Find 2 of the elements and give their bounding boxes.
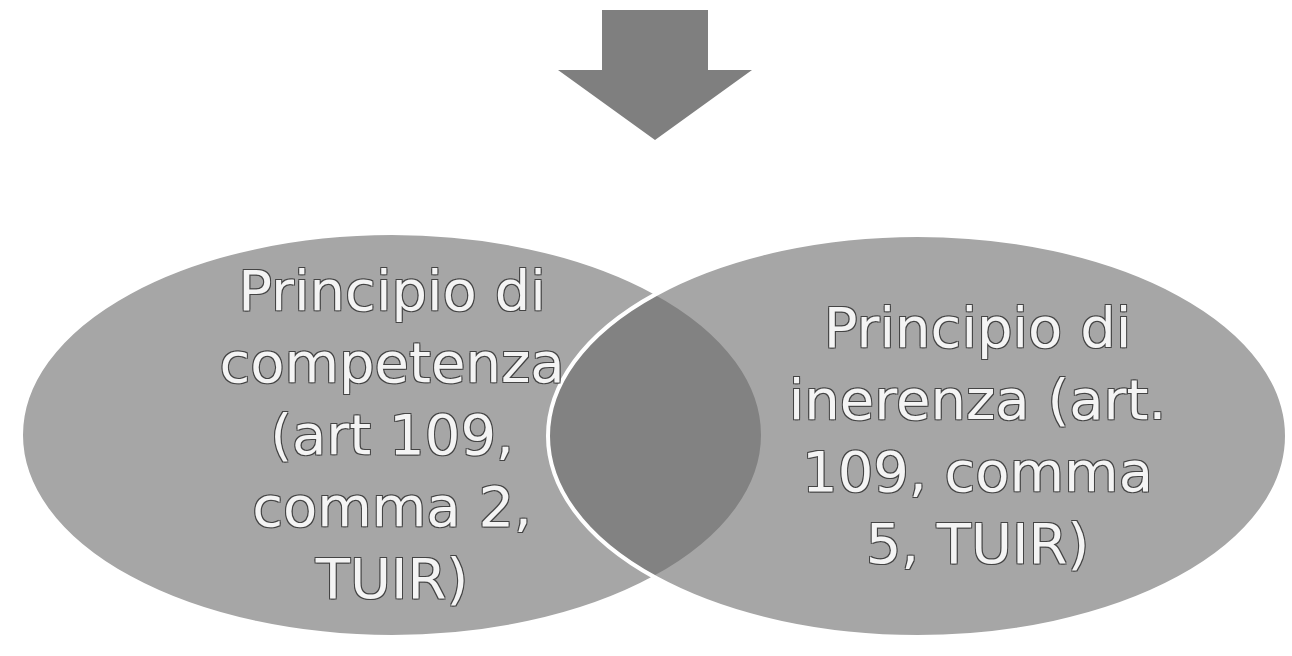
node-label: Principio di competenza (art 109, comma 2, TUIR) — [218, 257, 566, 613]
node-label: Principio di inerenza (art. 109, comma 5, TUIR) — [787, 294, 1168, 578]
